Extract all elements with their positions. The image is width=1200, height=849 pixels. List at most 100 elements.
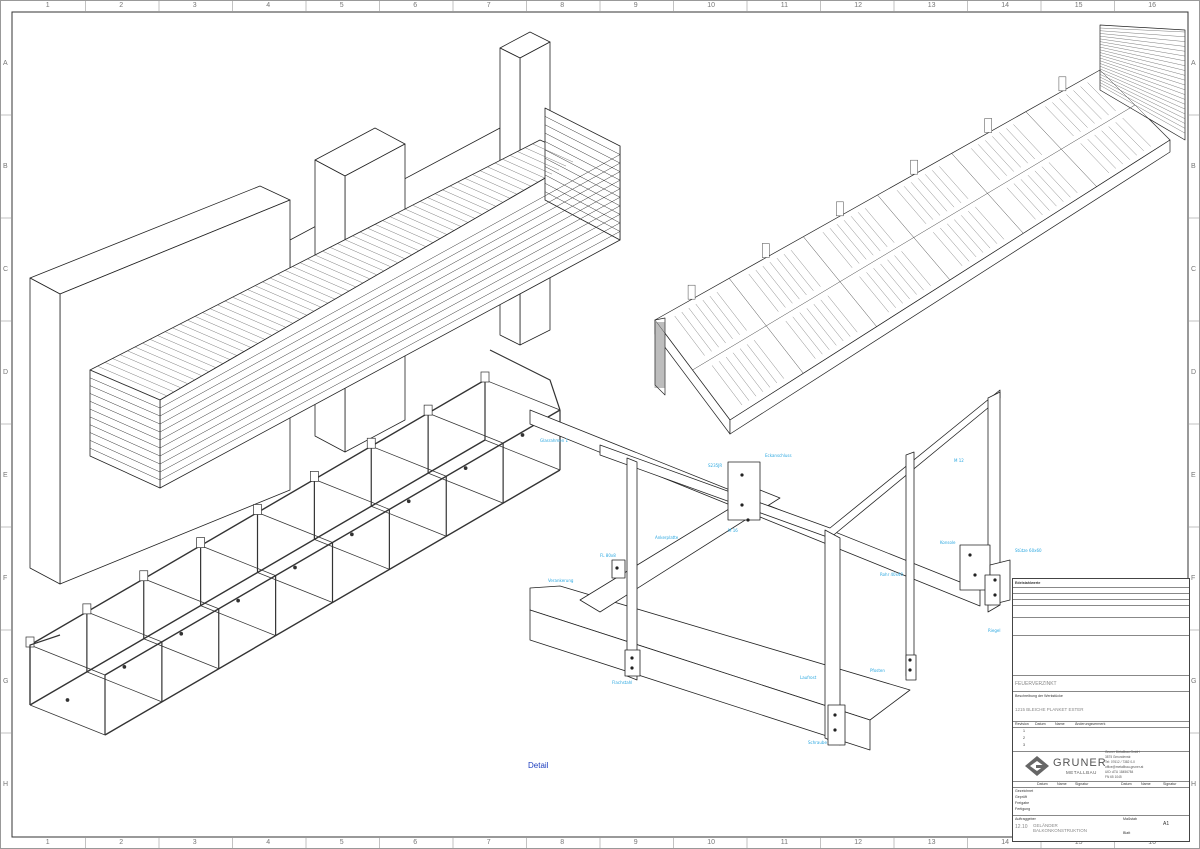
grid-row-C-left: C bbox=[3, 265, 9, 273]
grid-col-13-bottom: 13 bbox=[927, 839, 936, 846]
callout-c15: Flachstahl bbox=[612, 680, 633, 685]
grid-row-E-left: E bbox=[3, 471, 8, 479]
grid-col-9-bottom: 9 bbox=[633, 839, 638, 846]
grid-col-11-top: 11 bbox=[780, 2, 789, 9]
grid-col-4-top: 4 bbox=[266, 2, 271, 9]
grid-col-2-top: 2 bbox=[119, 2, 124, 9]
sign-row-3: Fertigung bbox=[1015, 807, 1031, 811]
grid-col-14-top: 14 bbox=[1001, 2, 1010, 9]
grid-col-8-top: 8 bbox=[560, 2, 565, 9]
address-line-2: Tel: 07612 / 7382 0-0 bbox=[1105, 760, 1135, 764]
callout-c12: Riegel bbox=[988, 628, 1001, 633]
grid-col-14-bottom: 14 bbox=[1001, 839, 1010, 846]
address-line-5: FN 65 1045 bbox=[1105, 775, 1122, 779]
grid-row-C-right: C bbox=[1191, 265, 1197, 273]
grid-col-6-top: 6 bbox=[413, 2, 418, 9]
project-name: 1215 BLEICHE PLANKET ESTER bbox=[1015, 707, 1084, 712]
callout-c7: Verankerung bbox=[548, 578, 574, 583]
grid-col-5-bottom: 5 bbox=[339, 839, 344, 846]
grid-col-15-bottom: 15 bbox=[1074, 839, 1083, 846]
address-line-0: Gruner Metallbau GmbH bbox=[1105, 750, 1140, 754]
revision-row-2: 2 bbox=[1023, 736, 1025, 740]
stainless-header: Edelstahlwerte bbox=[1015, 581, 1041, 585]
grid-col-1-top: 1 bbox=[45, 2, 50, 9]
finish-label: FEUERVERZINKT bbox=[1015, 681, 1057, 687]
drawing-number: 12.10 bbox=[1015, 824, 1028, 830]
callout-c14: Laufrost bbox=[800, 675, 817, 680]
building-isometric-view bbox=[29, 31, 621, 585]
grid-col-16-bottom: 16 bbox=[1148, 839, 1157, 846]
grid-col-10-bottom: 10 bbox=[707, 839, 716, 846]
grid-row-E-right: E bbox=[1191, 471, 1196, 479]
revision-header-0: Revision bbox=[1015, 722, 1029, 726]
grid-row-A-left: A bbox=[3, 59, 8, 67]
sign-header-5: Signatur bbox=[1163, 782, 1177, 786]
revision-header-3: Änderungsvermerk bbox=[1075, 722, 1106, 726]
callout-c16: Schraube bbox=[808, 740, 827, 745]
balcony-frame-view bbox=[654, 24, 1186, 435]
grid-col-1-bottom: 1 bbox=[45, 839, 50, 846]
sign-header-0: Datum bbox=[1037, 782, 1048, 786]
grid-row-H-left: H bbox=[3, 780, 9, 788]
grid-row-G-right: G bbox=[1191, 677, 1197, 685]
sign-header-1: Name bbox=[1057, 782, 1067, 786]
grid-col-11-bottom: 11 bbox=[780, 839, 789, 846]
revision-header-1: Datum bbox=[1035, 722, 1046, 726]
grid-row-D-right: D bbox=[1191, 368, 1197, 376]
grid-row-D-left: D bbox=[3, 368, 9, 376]
grid-col-12-bottom: 12 bbox=[854, 839, 863, 846]
grid-col-6-bottom: 6 bbox=[413, 839, 418, 846]
callout-c1: Glasrahmen 1 bbox=[540, 438, 569, 443]
sign-row-0: Gezeichnet bbox=[1015, 789, 1034, 793]
drawing-title: GELÄNDER BALKONKONSTRUKTION bbox=[1033, 823, 1088, 833]
company-name: GRUNER bbox=[1053, 757, 1107, 769]
callout-c10: Rohr 40x40 bbox=[880, 572, 904, 577]
gruner-logo-icon bbox=[1025, 756, 1049, 776]
order-label: Auftraggeber bbox=[1015, 817, 1036, 821]
description-label: Beschreibung der Werkstücke bbox=[1015, 694, 1063, 698]
grid-row-B-left: B bbox=[3, 162, 8, 170]
grid-col-2-bottom: 2 bbox=[119, 839, 124, 846]
callout-c8: Stütze 60x60 bbox=[1015, 548, 1042, 553]
grid-row-B-right: B bbox=[1191, 162, 1196, 170]
sign-header-2: Signatur bbox=[1075, 782, 1089, 786]
callout-c3: S235JR bbox=[708, 463, 723, 468]
grid-col-16-top: 16 bbox=[1148, 2, 1157, 9]
grid-col-9-top: 9 bbox=[633, 2, 638, 9]
format-value: A1 bbox=[1163, 821, 1170, 827]
grid-row-G-left: G bbox=[3, 677, 9, 685]
grid-col-8-bottom: 8 bbox=[560, 839, 565, 846]
grid-col-15-top: 15 bbox=[1074, 2, 1083, 9]
grid-row-H-right: H bbox=[1191, 780, 1197, 788]
revision-row-3: 3 bbox=[1023, 743, 1025, 747]
grid-col-10-top: 10 bbox=[707, 2, 716, 9]
callout-c4: M 16 bbox=[728, 528, 738, 533]
callout-c2: Eckanschluss bbox=[765, 453, 792, 458]
callout-c11: M 12 bbox=[954, 458, 964, 463]
revision-header-2: Name bbox=[1055, 722, 1065, 726]
callout-c5: Ankerplatte bbox=[655, 535, 679, 540]
address-line-3: office@metallbau-gruner.at bbox=[1105, 765, 1144, 769]
sheet-label: Blatt bbox=[1123, 831, 1131, 835]
grid-row-F-right: F bbox=[1191, 574, 1196, 582]
company-logo: GRUNER METALLBAU bbox=[1024, 754, 1106, 778]
sign-row-1: Geprüft bbox=[1015, 795, 1027, 799]
railing-frame-detail bbox=[25, 349, 561, 736]
sign-header-3: Datum bbox=[1121, 782, 1132, 786]
callout-c6: FL 80x8 bbox=[600, 553, 616, 558]
grid-col-13-top: 13 bbox=[927, 2, 936, 9]
company-subtitle: METALLBAU bbox=[1066, 770, 1097, 775]
revision-row-1: 1 bbox=[1023, 729, 1025, 733]
sign-row-2: Freigabe bbox=[1015, 801, 1030, 805]
scale-label: Maßstab bbox=[1123, 817, 1137, 821]
grid-col-7-bottom: 7 bbox=[486, 839, 491, 846]
grid-col-3-bottom: 3 bbox=[192, 839, 197, 846]
grid-col-7-top: 7 bbox=[486, 2, 491, 9]
detail-caption: Detail bbox=[528, 761, 549, 770]
grid-row-A-right: A bbox=[1191, 59, 1196, 67]
grid-col-5-top: 5 bbox=[339, 2, 344, 9]
callout-c13: Pfosten bbox=[870, 668, 885, 673]
callout-c9: Konsole bbox=[940, 540, 956, 545]
sign-header-4: Name bbox=[1141, 782, 1151, 786]
